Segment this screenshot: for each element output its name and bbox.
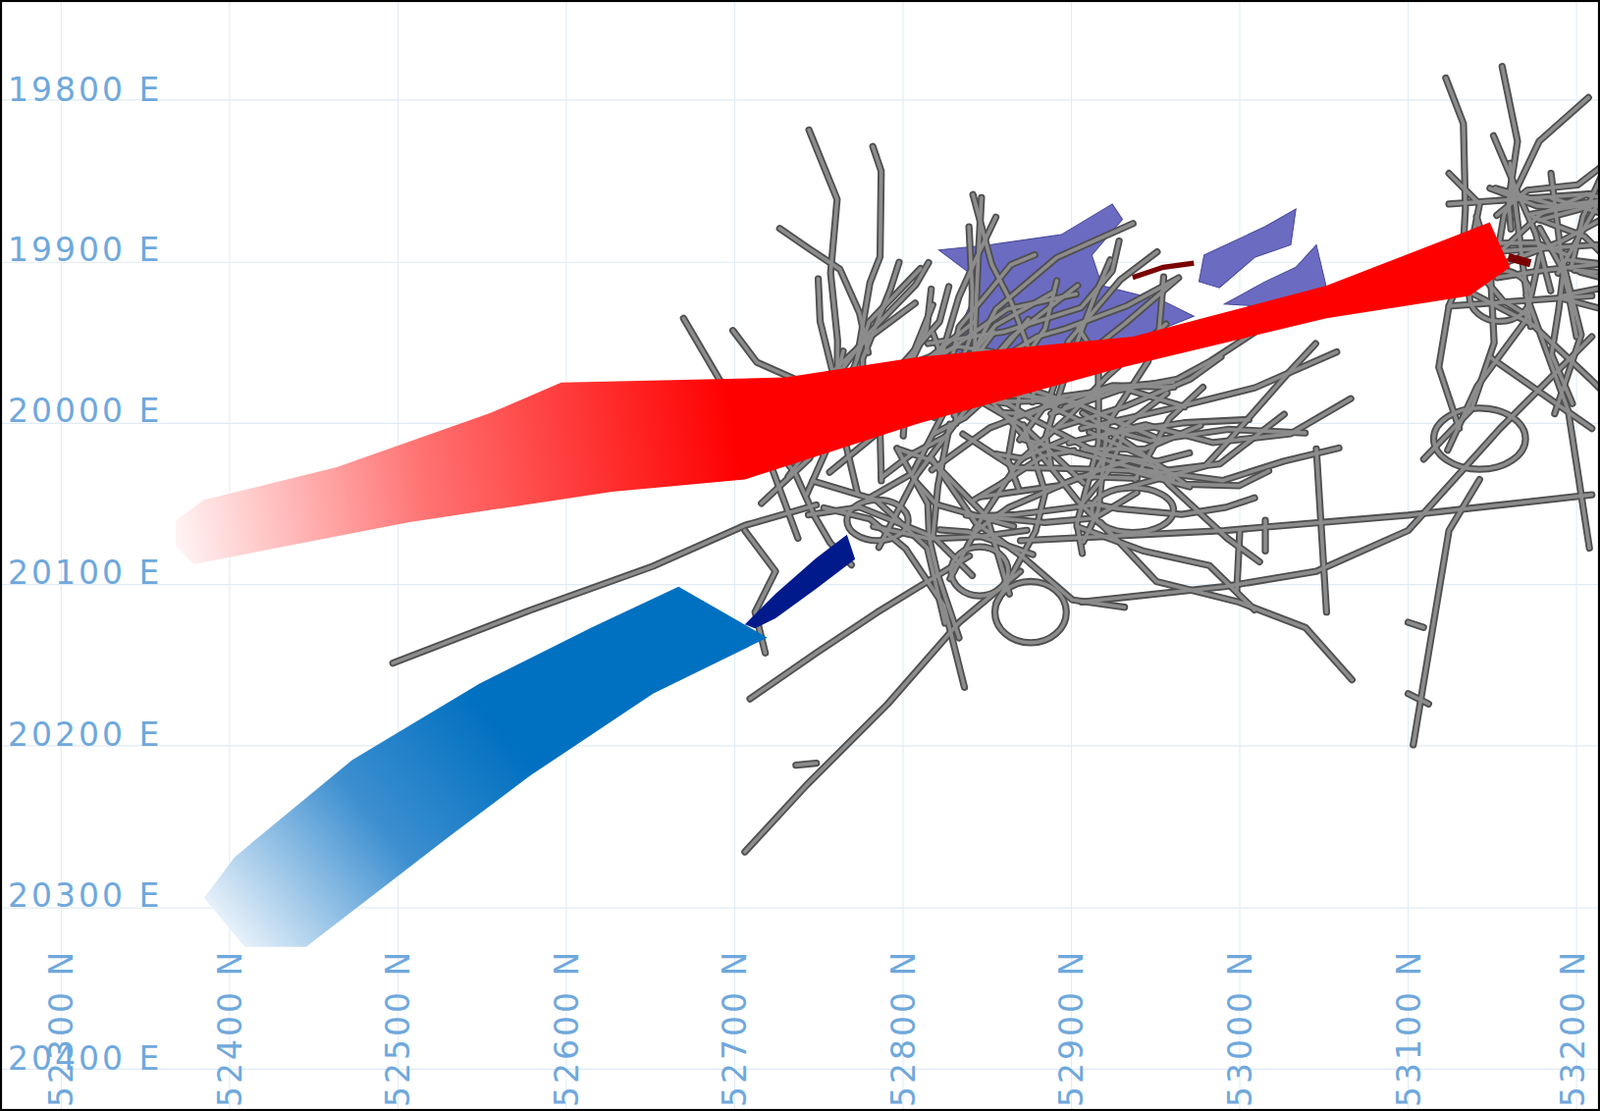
northing-label: 52500 N: [381, 949, 415, 1108]
easting-label: 20400 E: [7, 1042, 162, 1075]
northing-label: 52600 N: [550, 949, 584, 1108]
blue-band: [204, 586, 768, 948]
northing-label: 52900 N: [1055, 949, 1088, 1108]
red-band: [175, 222, 1511, 565]
easting-label: 19900 E: [7, 233, 162, 267]
easting-label: 20000 E: [7, 394, 162, 427]
northing-label: 52700 N: [718, 949, 751, 1108]
northing-label: 52400 N: [213, 949, 247, 1108]
easting-label: 19800 E: [7, 73, 162, 107]
northing-label: 52300 N: [45, 949, 78, 1108]
ore-lens: [745, 257, 1531, 629]
northing-label: 53200 N: [1556, 949, 1590, 1108]
easting-label: 20200 E: [7, 718, 162, 751]
easting-label: 20100 E: [7, 556, 162, 589]
northing-label: 52800 N: [887, 949, 920, 1108]
northing-label: 53000 N: [1224, 949, 1257, 1108]
northing-label: 53100 N: [1392, 949, 1426, 1108]
easting-label: 20300 E: [7, 879, 162, 912]
